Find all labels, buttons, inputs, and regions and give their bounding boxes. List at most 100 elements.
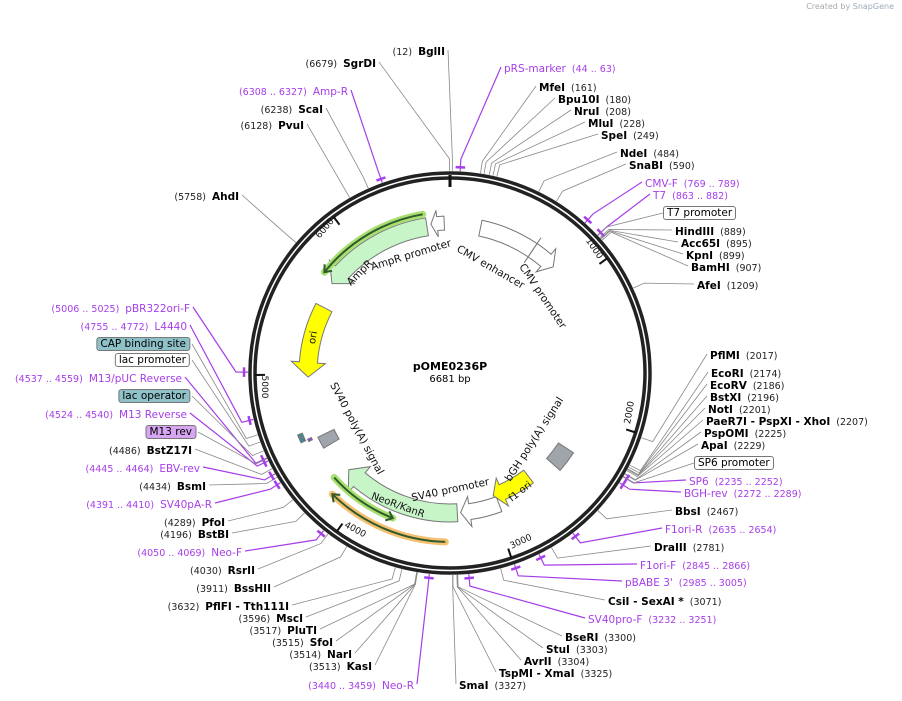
enzyme-name: BbsI bbox=[675, 506, 701, 518]
enzyme-name: PluTI bbox=[287, 625, 317, 637]
enzyme-site-label[interactable]: Acc65I895 bbox=[681, 236, 758, 251]
leader-line bbox=[457, 574, 563, 637]
enzyme-position: 2017 bbox=[746, 351, 778, 362]
primer-label[interactable]: F1ori-F2845 .. 2866 bbox=[640, 558, 756, 573]
primer-label[interactable]: SV40pro-F3232 .. 3251 bbox=[588, 612, 722, 627]
enzyme-site-label[interactable]: PaeR7I - PspXI - XhoI2207 bbox=[706, 414, 874, 429]
cmv-promoter-arrow[interactable] bbox=[527, 242, 557, 273]
primer-label[interactable]: 4391 .. 4410SV40pA-R bbox=[80, 497, 212, 512]
enzyme-site-label[interactable]: 3513KasI bbox=[303, 659, 372, 674]
enzyme-site-label[interactable]: NdeI484 bbox=[620, 146, 685, 161]
enzyme-position: 3325 bbox=[581, 669, 613, 680]
enzyme-site-label[interactable]: 5758AhdI bbox=[168, 189, 239, 204]
feature-box-label[interactable]: M13 rev bbox=[145, 425, 196, 439]
enzyme-site-label[interactable]: 3632PflFI - Tth111I bbox=[162, 599, 289, 614]
leader-line bbox=[496, 133, 599, 177]
enzyme-name: NruI bbox=[574, 106, 600, 118]
feature-box-label[interactable]: T7 promoter bbox=[663, 206, 737, 220]
enzyme-site-label[interactable]: 3515SfoI bbox=[266, 635, 333, 650]
primer-label[interactable]: pBABE 3'2985 .. 3005 bbox=[625, 575, 753, 590]
enzyme-site-label[interactable]: PspOMI2225 bbox=[704, 426, 792, 441]
feature-box-label[interactable]: lac operator bbox=[118, 389, 190, 403]
enzyme-site-label[interactable]: NruI208 bbox=[574, 104, 637, 119]
enzyme-site-label[interactable]: 6128PvuI bbox=[234, 118, 304, 133]
m13-rev-mark[interactable] bbox=[306, 436, 314, 443]
enzyme-site-label[interactable]: 3911BssHII bbox=[190, 581, 271, 596]
primer-label[interactable]: F1ori-R2635 .. 2654 bbox=[665, 522, 782, 537]
primer-label[interactable]: SP62235 .. 2252 bbox=[689, 474, 789, 489]
enzyme-site-label[interactable]: 4289PfoI bbox=[158, 515, 225, 530]
primer-binding-mark bbox=[376, 176, 386, 182]
primer-label[interactable]: 4050 .. 4069Neo-F bbox=[131, 545, 242, 560]
primer-label[interactable]: T7863 .. 882 bbox=[653, 188, 734, 203]
enzyme-site-label[interactable]: AvrII3304 bbox=[524, 654, 595, 669]
enzyme-site-label[interactable]: BstXI2196 bbox=[710, 390, 785, 405]
neor-orf-arc[interactable] bbox=[333, 476, 394, 520]
ampr-promoter-arrow[interactable] bbox=[430, 210, 446, 238]
enzyme-name: BglII bbox=[418, 46, 445, 58]
lac-operator-mark[interactable] bbox=[298, 436, 307, 444]
enzyme-site-label[interactable]: KpnI899 bbox=[686, 248, 751, 263]
enzyme-position: 4289 bbox=[164, 518, 196, 529]
enzyme-site-label[interactable]: PflMI2017 bbox=[710, 348, 783, 363]
enzyme-site-label[interactable]: EcoRV2186 bbox=[710, 378, 790, 393]
primer-label[interactable]: CMV-F769 .. 789 bbox=[645, 176, 746, 191]
bgh-polya-box[interactable] bbox=[545, 442, 575, 472]
enzyme-site-label[interactable]: CsiI - SexAI *3071 bbox=[608, 594, 727, 609]
enzyme-site-label[interactable]: 4030RsrII bbox=[184, 563, 255, 578]
enzyme-position: 2225 bbox=[755, 429, 787, 440]
enzyme-site-label[interactable]: 3514NarI bbox=[283, 647, 352, 662]
leader-line bbox=[191, 343, 258, 439]
enzyme-site-label[interactable]: BseRI3300 bbox=[565, 630, 642, 645]
enzyme-site-label[interactable]: 3517PluTI bbox=[244, 623, 317, 638]
enzyme-site-label[interactable]: 4486BstZ17I bbox=[103, 443, 192, 458]
neor-orf-arc-2[interactable] bbox=[331, 493, 446, 543]
tick-mark bbox=[507, 548, 513, 559]
primer-label[interactable]: 4445 .. 4464EBV-rev bbox=[79, 461, 200, 476]
enzyme-site-label[interactable]: 4196BstBI bbox=[154, 527, 229, 542]
enzyme-site-label[interactable]: MfeI161 bbox=[539, 80, 603, 95]
ampr-arrow[interactable] bbox=[328, 217, 429, 285]
sv40-polya-box[interactable] bbox=[317, 428, 340, 449]
ori-arrow[interactable] bbox=[289, 302, 333, 378]
enzyme-site-label[interactable]: StuI3303 bbox=[546, 642, 614, 657]
enzyme-site-label[interactable]: Bpu10I180 bbox=[558, 92, 637, 107]
enzyme-site-label[interactable]: NotI2201 bbox=[708, 402, 777, 417]
enzyme-site-label[interactable]: BamHI907 bbox=[691, 260, 767, 275]
primer-label[interactable]: 6308 .. 6327Amp-R bbox=[233, 84, 348, 99]
enzyme-name: AhdI bbox=[211, 191, 239, 203]
enzyme-site-label[interactable]: AfeI1209 bbox=[697, 278, 764, 293]
f1-ori-arrow[interactable] bbox=[492, 469, 535, 508]
enzyme-site-label[interactable]: BbsI2467 bbox=[675, 504, 744, 519]
enzyme-site-label[interactable]: 4434BsmI bbox=[133, 479, 206, 494]
enzyme-site-label[interactable]: 12BglII bbox=[387, 44, 445, 59]
enzyme-site-label[interactable]: 6679SgrDI bbox=[299, 56, 376, 71]
backbone-outer-strand bbox=[248, 171, 652, 575]
primer-label[interactable]: 5006 .. 5025pBR322ori-F bbox=[45, 301, 190, 316]
feature-box-label[interactable]: CAP binding site bbox=[96, 337, 190, 351]
primer-label[interactable]: pRS-marker44 .. 63 bbox=[504, 61, 622, 76]
enzyme-site-label[interactable]: ApaI2229 bbox=[701, 438, 771, 453]
enzyme-site-label[interactable]: 3596MscI bbox=[233, 611, 303, 626]
neor-arrow[interactable] bbox=[347, 465, 459, 523]
feature-box-label[interactable]: lac promoter bbox=[114, 353, 190, 367]
primer-label[interactable]: 3440 .. 3459Neo-R bbox=[302, 678, 414, 693]
cap-site-mark[interactable] bbox=[296, 432, 305, 440]
enzyme-site-label[interactable]: SpeI249 bbox=[601, 128, 665, 143]
primer-label[interactable]: 4524 .. 4540M13 Reverse bbox=[39, 407, 187, 422]
enzyme-site-label[interactable]: 6238ScaI bbox=[255, 102, 323, 117]
enzyme-site-label[interactable]: TspMI - XmaI3325 bbox=[499, 666, 618, 681]
ampr-orf-arc[interactable] bbox=[323, 213, 423, 273]
enzyme-site-label[interactable]: SnaBI590 bbox=[629, 158, 701, 173]
enzyme-site-label[interactable]: DraIII2781 bbox=[654, 540, 730, 555]
primer-label[interactable]: BGH-rev2272 .. 2289 bbox=[684, 486, 807, 501]
feature-box-label[interactable]: SP6 promoter bbox=[694, 456, 774, 470]
primer-label[interactable]: 4537 .. 4559M13/pUC Reverse bbox=[9, 371, 182, 386]
enzyme-site-label[interactable]: EcoRI2174 bbox=[711, 366, 787, 381]
primer-name: Neo-F bbox=[211, 547, 242, 559]
enzyme-site-label[interactable]: HindIII889 bbox=[675, 224, 752, 239]
enzyme-site-label[interactable]: MluI228 bbox=[588, 116, 651, 131]
sv40-promoter-arrow[interactable] bbox=[460, 494, 503, 529]
primer-label[interactable]: 4755 .. 4772L4440 bbox=[75, 319, 187, 334]
enzyme-site-label[interactable]: SmaI3327 bbox=[459, 678, 532, 693]
